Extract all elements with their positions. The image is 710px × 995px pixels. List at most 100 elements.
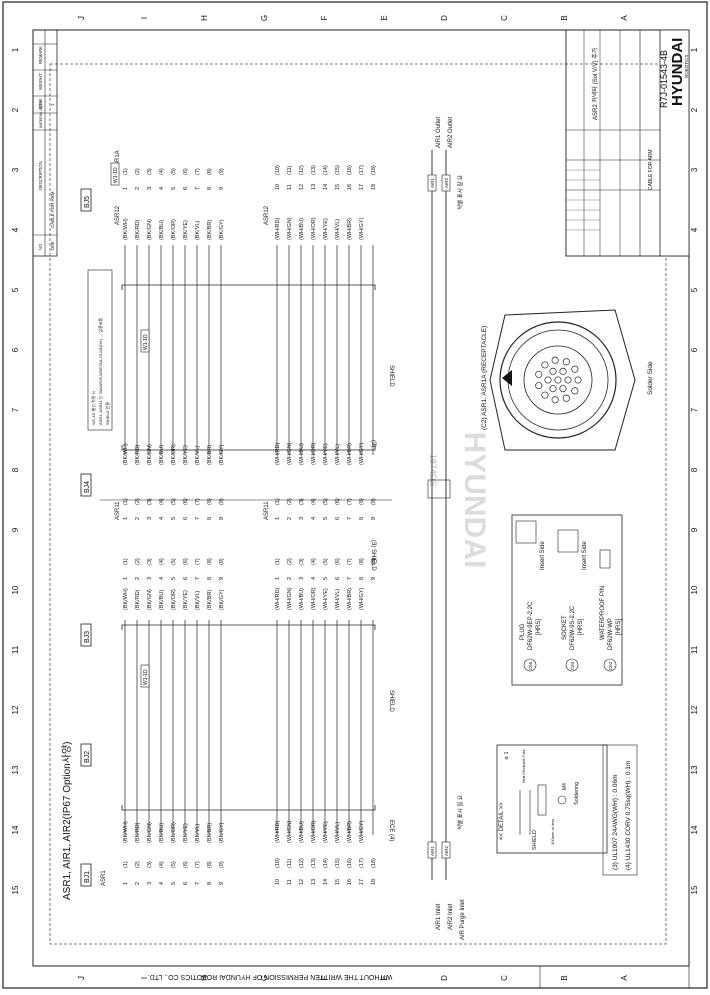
receptacle-label: (C2) ASR1, ASR1A (RECEPTACLE)	[481, 326, 488, 430]
grid-col-left-3: 3	[11, 167, 20, 172]
detail-m4: M4	[562, 783, 568, 790]
bom-hdr-weight: WEIGHT	[38, 73, 43, 90]
asr12-top-num-13: 13	[311, 184, 317, 190]
receptacle-pin-16	[551, 356, 559, 364]
asr1-wh-pin-18: (18)	[371, 858, 377, 868]
tube-coupler	[427, 479, 451, 499]
asr12-wh-pin-1: (1)	[275, 558, 281, 565]
watermark: HYUNDAI	[458, 432, 491, 569]
waterproof-pin-icon	[599, 549, 611, 569]
asr11-wh-pin-5: (5)	[323, 498, 329, 505]
asr11-wh-color-6: (WH/VL)	[335, 444, 341, 465]
asr12-wh-num-5: 5	[323, 577, 329, 580]
detail-view: << DETAIL >> ※ 1 SHIELD Heat Shrinkable …	[496, 744, 608, 854]
asr1-bk-pin-8: (8)	[207, 861, 213, 868]
bj4-bk-num-3: 3	[147, 577, 153, 580]
asr12-wh-color-5: (WH/YE)	[323, 588, 329, 610]
asr1-wh-pin-16: (16)	[347, 858, 353, 868]
asr1-bk-color-8: (BK/BR)	[207, 823, 213, 843]
asr12-wh-num-3: 3	[299, 577, 305, 580]
junction-box-BJ2	[80, 743, 92, 767]
asr1-bk-color-9: (BK/GY)	[219, 822, 225, 843]
asr12-wh-pin-8: (8)	[359, 558, 365, 565]
asr11-wh-num-1: 1	[275, 517, 281, 520]
bj4-bk-color-7: (BK/VL)	[195, 591, 201, 610]
asr11-bk-color-9: (BK/GY)	[219, 444, 225, 465]
asr1-wh-color-12: (WH/BU)	[299, 821, 305, 843]
grid-row-top-E: E	[380, 15, 389, 20]
asr1-bk-num-6: 6	[183, 882, 189, 885]
junction-label-BJ3: BJ3	[84, 631, 91, 643]
receptacle-pins	[535, 356, 582, 404]
detail-mark: ※ 1	[504, 751, 510, 760]
asr12-top-num-17: 17	[359, 184, 365, 190]
asr12-wh-num-1: 1	[275, 577, 281, 580]
grid-col-left-2: 2	[11, 107, 20, 112]
junction-label-BJ4: BJ4	[84, 481, 91, 493]
grid-col-right-10: 10	[690, 585, 699, 594]
asr1-bk-num-9: 9	[219, 882, 225, 885]
connector-asr11-wh: ASR11	[264, 501, 270, 520]
asr11-bk-color-3: (BK/GN)	[147, 444, 153, 465]
junction-box-BJ5	[80, 188, 92, 212]
part-tag-C65: C65	[528, 661, 533, 670]
asr1-wh-color-16: (WH/BR)	[347, 821, 353, 843]
connector-asr12: ASR12	[264, 205, 270, 225]
grid-col-left-15: 15	[11, 885, 20, 894]
part-view-C64: Insert Side	[582, 541, 588, 570]
part-maker-C62: [HRS]	[616, 619, 622, 635]
asr11-wh-num-5: 5	[323, 517, 329, 520]
grid-col-right-6: 6	[690, 347, 699, 352]
title-block: HYUNDAI ROBOTICS R7J-01543-4B CABLE FOR …	[565, 29, 690, 257]
grid-col-left-8: 8	[11, 467, 20, 472]
asr1a-pin-4: (4)	[159, 168, 165, 175]
grid-row-bottom-E: E	[380, 975, 389, 980]
asr11-bk-pin-8: (8)	[207, 498, 213, 505]
grid-row-bottom-I: I	[140, 977, 149, 979]
asr12-wh-color-8: (WH/GY)	[359, 588, 365, 610]
asr11-wh-pin-8: (8)	[359, 498, 365, 505]
asr1-bk-color-5: (BK/OR)	[171, 822, 177, 843]
asr11-bk-color-4: (BK/BU)	[159, 445, 165, 465]
grid-col-left-5: 5	[11, 287, 20, 292]
asr1a-num-4: 4	[159, 187, 165, 190]
shield-label-top: SHIELD	[388, 365, 394, 387]
grid-col-right-2: 2	[690, 107, 699, 112]
grid-col-right-15: 15	[690, 885, 699, 894]
asr1a-pin-6: (6)	[183, 168, 189, 175]
asr11-wh-color-5: (WH/YE)	[323, 443, 329, 465]
grid-col-right-9: 9	[690, 527, 699, 532]
asr12-wh-pin-7: (7)	[347, 558, 353, 565]
asr1-bk-num-3: 3	[147, 882, 153, 885]
part-tag-circle-C62	[603, 658, 617, 672]
grid-row-top-I: I	[140, 17, 149, 19]
grid-col-right-8: 8	[690, 467, 699, 472]
grid-col-right-13: 13	[690, 765, 699, 774]
tube-note-top: 식별 표시 필 요	[456, 175, 464, 210]
asr11-bk-num-8: 8	[207, 517, 213, 520]
asr1-wh-pin-14: (14)	[323, 858, 329, 868]
bj4-bk-color-1: (BK/WH)	[123, 588, 129, 610]
bj4-bk-color-2: (BK/RD)	[135, 589, 141, 610]
asr1-bk-pin-3: (3)	[147, 861, 153, 868]
asr1-bk-color-4: (BK/BU)	[159, 823, 165, 843]
asr12-top-color-16: (WH/BR)	[347, 218, 353, 240]
grid-row-bottom-F: F	[320, 975, 329, 980]
receptacle-pin-18	[571, 365, 579, 373]
grid-col-left-4: 4	[11, 227, 20, 232]
asr12-top-pin-12: (12)	[299, 165, 305, 175]
grid-row-bottom-H: H	[200, 975, 209, 981]
asr1-wh-color-14: (WH/YE)	[323, 821, 329, 843]
asr12-wh-num-2: 2	[287, 577, 293, 580]
asr11-bk-pin-7: (7)	[195, 498, 201, 505]
asr1a-num-2: 2	[135, 187, 141, 190]
asr1-bk-num-5: 5	[171, 882, 177, 885]
asr12-top-num-11: 11	[287, 184, 293, 190]
asr11-wh-num-8: 8	[359, 517, 365, 520]
grid-col-left-7: 7	[11, 407, 20, 412]
part-number-C65: DF62W-9EP-2.2C	[528, 601, 534, 650]
grid-col-right-4: 4	[690, 227, 699, 232]
junction-label-BJ1: BJ1	[84, 871, 91, 883]
junction-box-BJ3	[80, 623, 92, 647]
tube-tag1-bottom: AIR1	[430, 845, 435, 856]
